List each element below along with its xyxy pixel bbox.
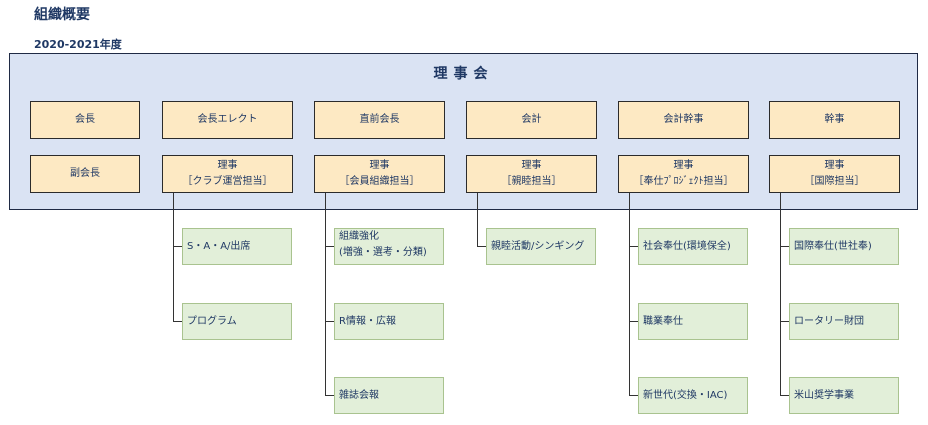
committee-magazine-bulletin: 雑誌会報 [334, 377, 444, 414]
connector-club-ops-vertical [173, 193, 174, 322]
officer-label: 会計幹事 [663, 114, 704, 125]
director-vice-president: 副会長 [30, 155, 140, 193]
committee-membership-development: 組織強化 (増強・選考・分類) [334, 228, 444, 265]
director-label: 理事 [217, 160, 238, 171]
connector-membership-branch [325, 246, 334, 247]
connector-membership-branch [325, 395, 334, 396]
connector-club-ops-branch [173, 321, 182, 322]
committee-label: 米山奨学事業 [794, 389, 854, 401]
connector-international-branch [780, 395, 789, 396]
committee-new-generations: 新世代(交換・IAC) [638, 377, 748, 414]
officer-treasurer: 会計 [466, 101, 597, 139]
director-label: 理事 [673, 160, 694, 171]
committee-program: プログラム [182, 303, 292, 340]
committee-yoneyama-scholarship: 米山奨学事業 [789, 377, 899, 414]
director-service-projects: 理事 ［奉仕ﾌﾟﾛｼﾞｪｸﾄ担当］ [618, 155, 749, 193]
connector-club-ops-branch [173, 246, 182, 247]
committee-label: 国際奉仕(世社奉) [794, 240, 872, 252]
connector-service-vertical [629, 193, 630, 396]
committee-label: プログラム [187, 315, 237, 327]
director-label: 理事 [824, 160, 845, 171]
director-sublabel: ［国際担当］ [804, 176, 865, 187]
committee-label: ロータリー財団 [794, 315, 864, 327]
director-international: 理事 ［国際担当］ [769, 155, 900, 193]
officer-label: 幹事 [824, 114, 845, 125]
officer-president: 会長 [30, 101, 140, 139]
committee-label: 職業奉仕 [643, 315, 683, 327]
committee-community-service: 社会奉仕(環境保全) [638, 228, 748, 265]
director-label: 理事 [369, 160, 390, 171]
director-fellowship: 理事 ［親睦担当］ [466, 155, 597, 193]
connector-fellowship-vertical [477, 193, 478, 247]
committee-label: 新世代(交換・IAC) [643, 389, 728, 401]
committee-rotary-foundation: ロータリー財団 [789, 303, 899, 340]
committee-rotary-info-pr: R情報・広報 [334, 303, 444, 340]
director-label: 理事 [521, 160, 542, 171]
connector-fellowship-branch [477, 246, 486, 247]
connector-international-branch [780, 246, 789, 247]
officer-past-president: 直前会長 [314, 101, 445, 139]
officer-secretary: 幹事 [769, 101, 900, 139]
committee-label: 組織強化 [339, 231, 379, 242]
officer-label: 直前会長 [359, 114, 400, 125]
committee-vocational-service: 職業奉仕 [638, 303, 748, 340]
connector-membership-vertical [325, 193, 326, 396]
officer-president-elect: 会長エレクト [162, 101, 293, 139]
officer-label: 会長 [75, 114, 95, 125]
committee-label: 雑誌会報 [339, 389, 379, 401]
committee-label: R情報・広報 [339, 315, 396, 327]
board-title: 理事会 [433, 66, 494, 82]
committee-fellowship-singing: 親睦活動/シンギング [486, 228, 596, 265]
committee-sublabel: (増強・選考・分類) [339, 247, 427, 258]
connector-international-branch [780, 321, 789, 322]
director-sublabel: ［親睦担当］ [501, 176, 562, 187]
connector-international-vertical [780, 193, 781, 396]
director-sublabel: ［会員組織担当］ [339, 176, 420, 187]
connector-service-branch [629, 321, 638, 322]
officer-treasurer-secretary: 会計幹事 [618, 101, 749, 139]
director-membership: 理事 ［会員組織担当］ [314, 155, 445, 193]
committee-saa-attendance: S・A・A/出席 [182, 228, 292, 265]
director-label: 副会長 [70, 168, 100, 179]
committee-label: 社会奉仕(環境保全) [643, 240, 731, 252]
officer-label: 会長エレクト [197, 114, 258, 125]
fiscal-year: 2020-2021年度 [34, 38, 122, 51]
connector-service-branch [629, 395, 638, 396]
committee-international-service: 国際奉仕(世社奉) [789, 228, 899, 265]
director-sublabel: ［クラブ運営担当］ [182, 176, 273, 187]
committee-label: 親睦活動/シンギング [491, 240, 585, 252]
page-title: 組織概要 [34, 7, 90, 23]
committee-label: S・A・A/出席 [187, 240, 251, 252]
connector-service-branch [629, 246, 638, 247]
director-sublabel: ［奉仕ﾌﾟﾛｼﾞｪｸﾄ担当］ [633, 176, 734, 187]
officer-label: 会計 [521, 114, 542, 125]
board-container: 理事会 [9, 53, 918, 210]
director-club-ops: 理事 ［クラブ運営担当］ [162, 155, 293, 193]
connector-membership-branch [325, 321, 334, 322]
